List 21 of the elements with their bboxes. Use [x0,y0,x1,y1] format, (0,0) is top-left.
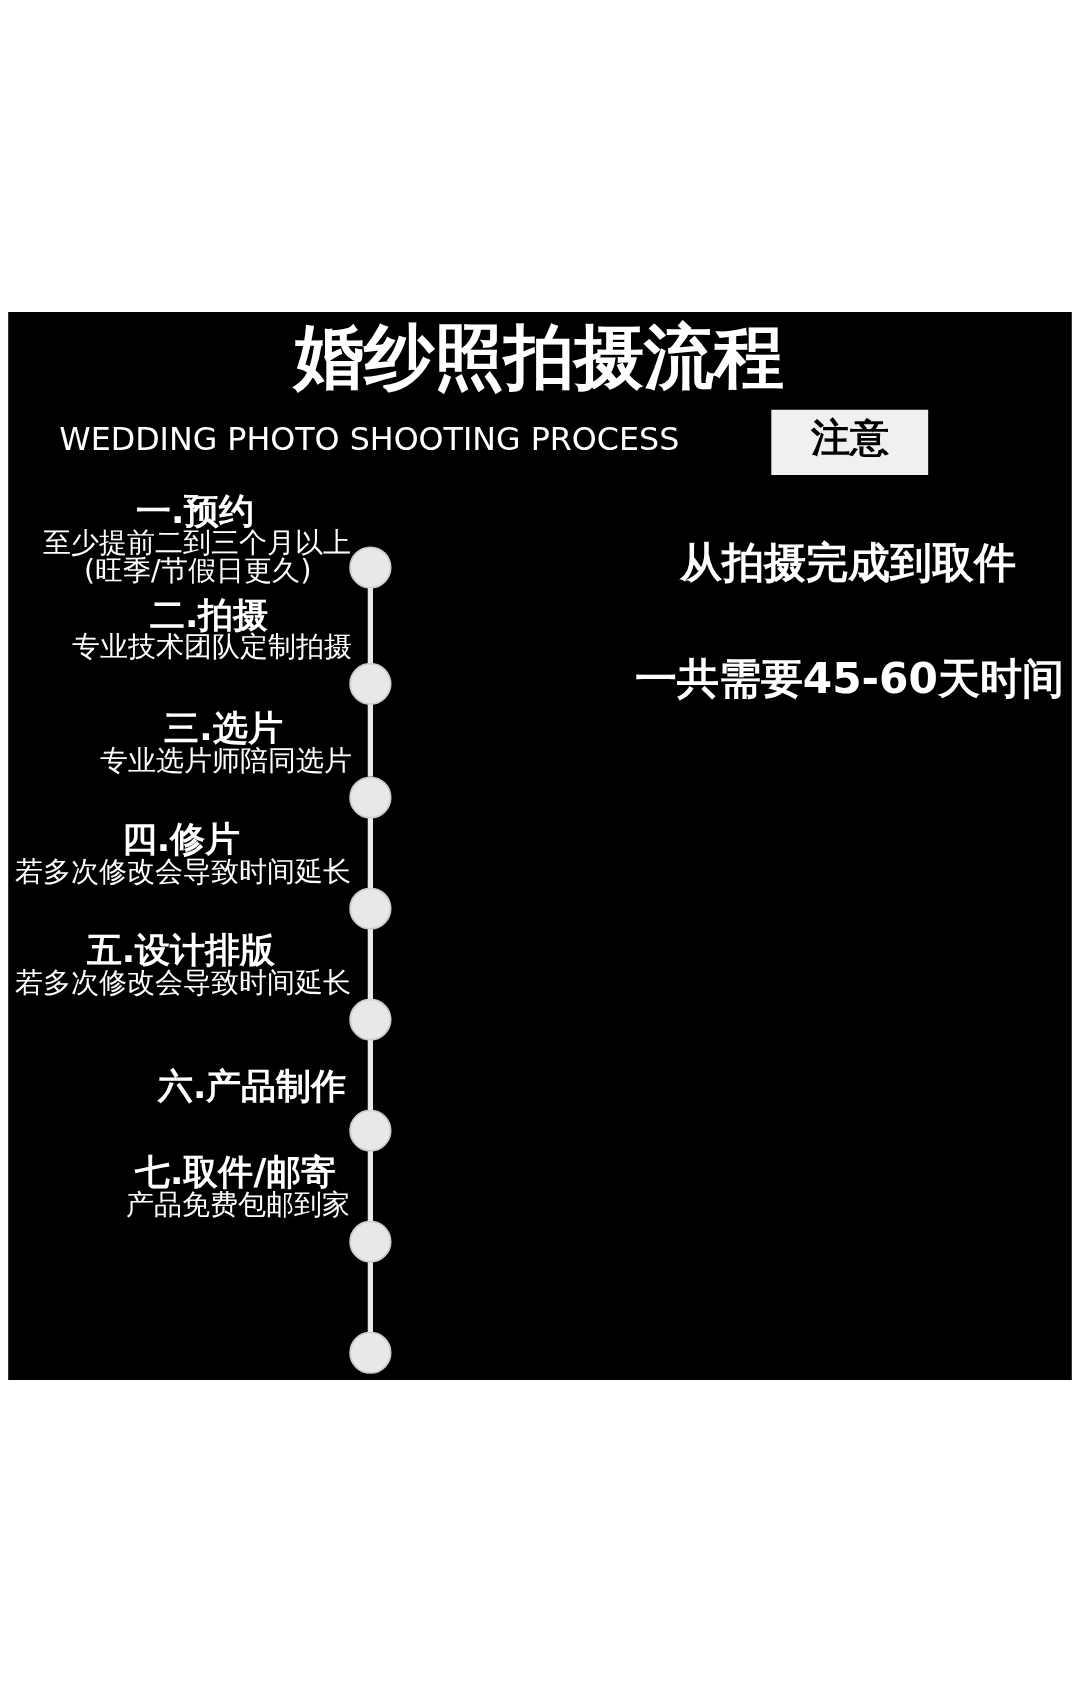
connector [367,704,373,777]
node-circle [349,887,392,930]
node-circle [349,546,392,589]
label: 一共需要45-60天时间 [634,654,1064,704]
connector [367,1262,373,1333]
node-circle [349,1331,392,1374]
label: 从拍摄完成到取件 [679,537,1016,587]
connector [367,1040,373,1111]
node-circle [349,776,392,819]
node-circle [349,1220,392,1263]
node-box: 注意 [771,409,929,475]
label: WEDDING PHOTO SHOOTING PROCESS [59,421,680,458]
connector [367,818,373,889]
connector [367,1151,373,1222]
node-circle [349,1109,392,1152]
node-label: 六.产品制作 [158,1065,347,1107]
diagram-title: 婚纱照拍摄流程 [294,315,785,398]
node-circle [349,662,392,705]
connector [367,929,373,1000]
node-circle [349,998,392,1041]
connector [367,587,373,664]
